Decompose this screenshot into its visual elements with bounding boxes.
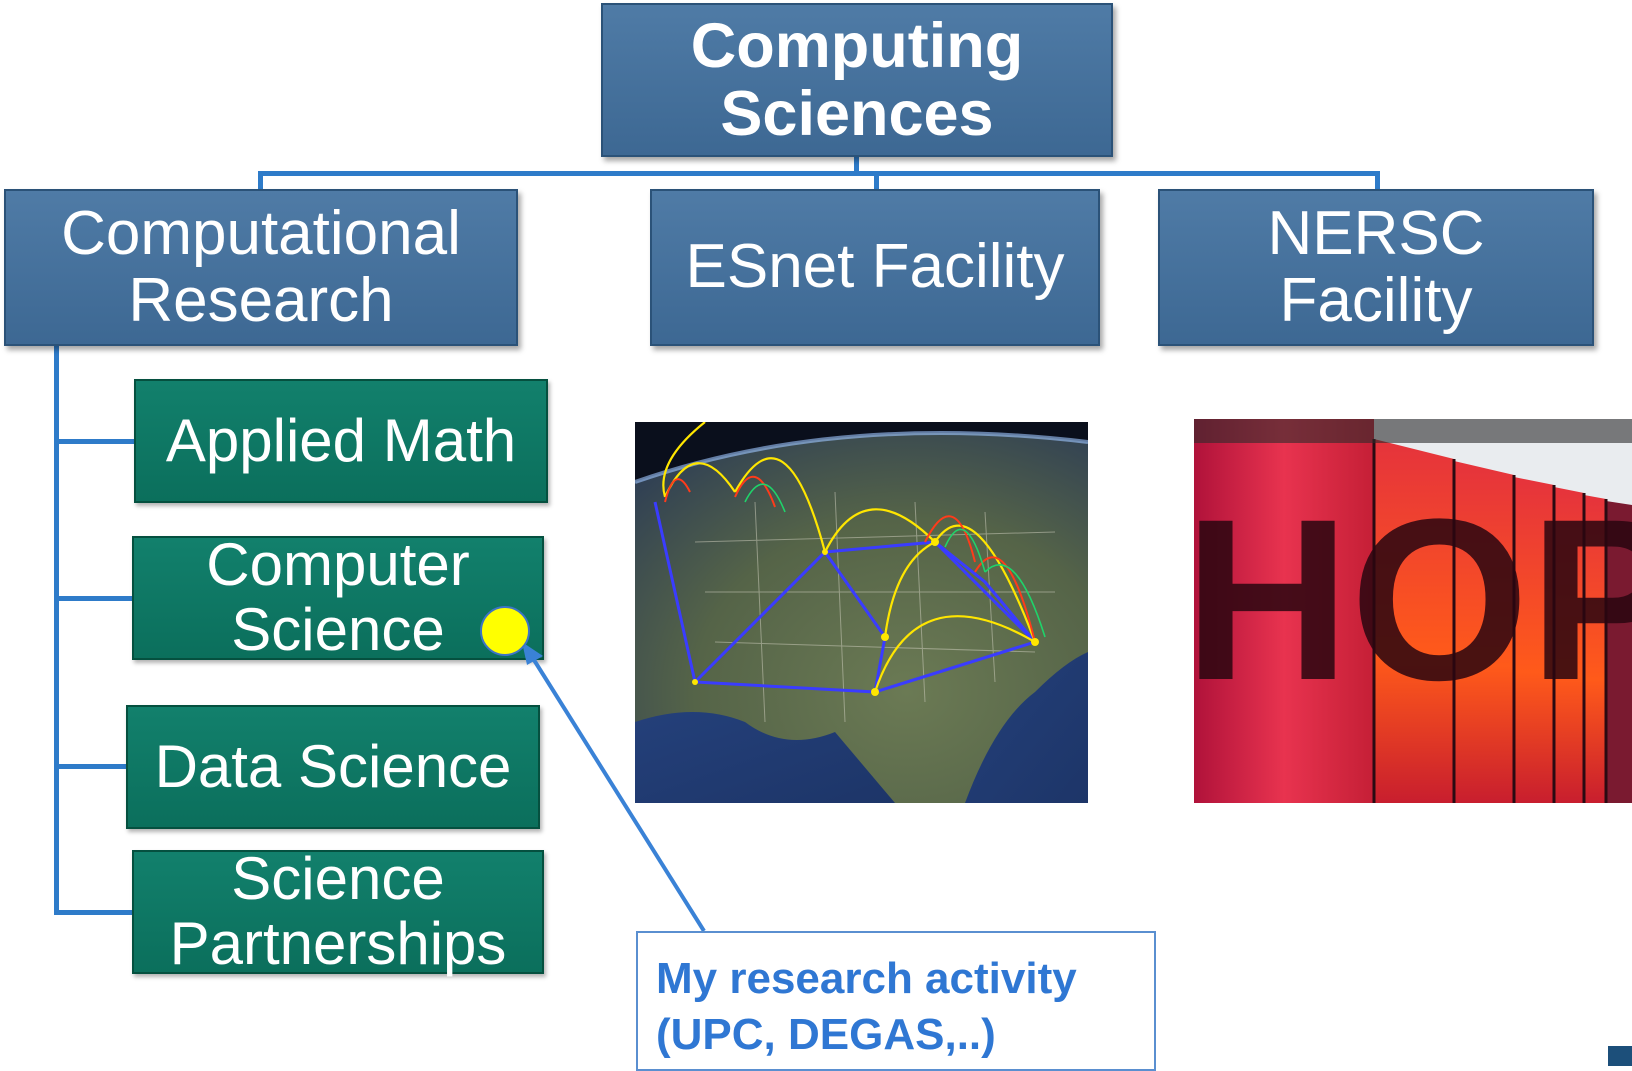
research-marker-dot: [480, 606, 530, 656]
root-label-line2: Sciences: [720, 79, 994, 149]
applied-math-label: Applied Math: [165, 406, 517, 474]
computational-research-line2: Research: [128, 265, 394, 335]
nersc-line1: NERSC: [1267, 198, 1485, 268]
slide-corner-mark: [1608, 1046, 1632, 1066]
root-label-line1: Computing: [690, 10, 1024, 81]
science-partnerships-line1: Science: [231, 845, 445, 913]
nersc-line2: Facility: [1279, 265, 1473, 335]
connector-computational-research: [258, 171, 263, 191]
science-partnerships-line2: Partnerships: [169, 910, 507, 977]
branch-data-science: [54, 764, 128, 769]
research-activity-callout: My research activity (UPC, DEGAS,..): [636, 931, 1156, 1071]
connector-nersc: [1375, 171, 1380, 191]
branch-applied-math: [54, 439, 136, 444]
esnet-facility-label: ESnet Facility: [685, 232, 1065, 302]
callout-line1: My research activity: [656, 954, 1077, 1003]
esnet-facility-box: ESnet Facility: [650, 189, 1100, 346]
computational-research-line1: Computational: [61, 198, 461, 268]
callout-line2: (UPC, DEGAS,..): [656, 1010, 996, 1060]
computer-science-line1: Computer: [206, 531, 470, 599]
department-spine-line: [54, 346, 59, 915]
root-stem-line: [854, 153, 859, 174]
hopper-lettering: HOPPER: [1194, 471, 1632, 728]
branch-computer-science: [54, 596, 134, 601]
applied-math-box: Applied Math: [134, 379, 548, 503]
hopper-supercomputer-image: HOPPER: [1194, 419, 1632, 803]
data-science-label: Data Science: [154, 732, 512, 800]
data-science-box: Data Science: [126, 705, 540, 829]
branch-science-partnerships: [54, 910, 134, 915]
division-bus-line: [258, 171, 1380, 176]
computer-science-line2: Science: [231, 596, 445, 663]
esnet-map-image: [635, 422, 1088, 803]
connector-esnet: [874, 171, 879, 191]
